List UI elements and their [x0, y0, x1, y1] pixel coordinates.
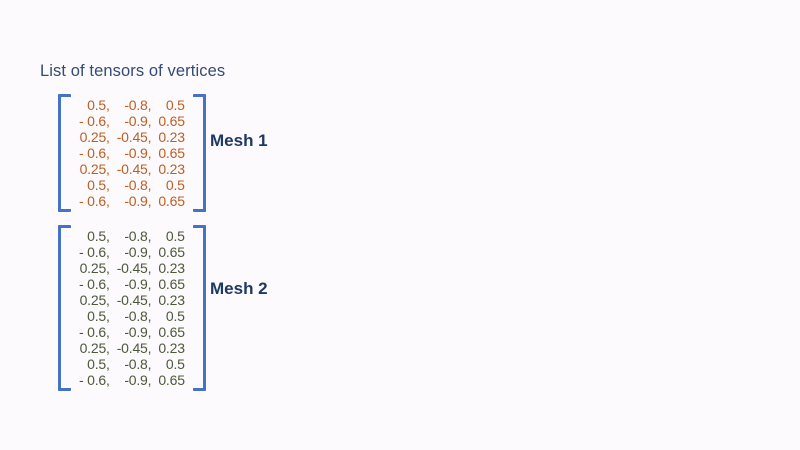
right-bracket-icon: [192, 225, 206, 391]
matrix-cell: 0.5: [165, 97, 185, 113]
matrix-cell: -0.9,: [124, 145, 152, 161]
matrix-cell: 0.23: [158, 292, 185, 308]
matrix-cell: 0.65: [158, 276, 185, 292]
mesh2-label: Mesh 2: [210, 279, 268, 298]
matrix-cell: - 0.6,: [79, 372, 110, 388]
matrix-cell: 0.5: [165, 228, 185, 244]
matrix-cell: -0.9,: [124, 372, 152, 388]
matrix-cell: 0.5,: [87, 97, 110, 113]
matrix-cell: - 0.6,: [79, 193, 110, 209]
matrix-cell: 0.65: [158, 145, 185, 161]
matrix-cell: 0.5: [165, 177, 185, 193]
matrix-cell: 0.65: [158, 113, 185, 129]
matrix-cell: -0.45,: [116, 340, 152, 356]
matrix-cell: 0.25,: [79, 292, 110, 308]
matrix-cell: -0.45,: [116, 260, 152, 276]
matrix-cell: 0.5,: [87, 356, 110, 372]
mesh1-values-grid: 0.5, -0.8, 0.5 - 0.6, -0.9, 0.65 0.25, -0.45, 0.…: [71, 94, 193, 212]
matrix-cell: -0.8,: [124, 97, 152, 113]
matrix-cell: 0.65: [158, 193, 185, 209]
matrix-cell: -0.9,: [124, 244, 152, 260]
matrix-cell: -0.9,: [124, 324, 152, 340]
mesh2-values-grid: 0.5, -0.8, 0.5 - 0.6, -0.9, 0.65 0.25, -0.45, 0.…: [71, 225, 193, 391]
matrix-cell: -0.9,: [124, 276, 152, 292]
matrix-cell: -0.8,: [124, 356, 152, 372]
matrix-cell: 0.5: [165, 308, 185, 324]
matrix-cell: 0.65: [158, 324, 185, 340]
right-bracket-icon: [192, 94, 206, 212]
matrix-cell: -0.8,: [124, 308, 152, 324]
matrix-cell: 0.5,: [87, 228, 110, 244]
mesh1-matrix: 0.5, -0.8, 0.5 - 0.6, -0.9, 0.65 0.25, -0.45, 0.…: [58, 94, 206, 212]
matrix-cell: 0.23: [158, 161, 185, 177]
left-bracket-icon: [58, 94, 71, 212]
matrix-cell: 0.25,: [79, 161, 110, 177]
matrix-cell: -0.45,: [116, 129, 152, 145]
matrix-cell: 0.5,: [87, 177, 110, 193]
matrix-cell: -0.9,: [124, 193, 152, 209]
matrix-cell: 0.65: [158, 372, 185, 388]
matrix-cell: 0.25,: [79, 340, 110, 356]
matrix-cell: - 0.6,: [79, 113, 110, 129]
matrix-cell: - 0.6,: [79, 324, 110, 340]
matrix-cell: 0.25,: [79, 260, 110, 276]
matrix-cell: -0.8,: [124, 228, 152, 244]
matrix-cell: 0.5,: [87, 308, 110, 324]
matrix-cell: 0.23: [158, 340, 185, 356]
matrix-cell: - 0.6,: [79, 145, 110, 161]
matrix-cell: 0.5: [165, 356, 185, 372]
mesh2-matrix: 0.5, -0.8, 0.5 - 0.6, -0.9, 0.65 0.25, -0.45, 0.…: [58, 225, 206, 391]
mesh1-label: Mesh 1: [210, 131, 268, 150]
page-title: List of tensors of vertices: [40, 62, 226, 80]
matrix-cell: 0.23: [158, 129, 185, 145]
matrix-cell: -0.45,: [116, 292, 152, 308]
left-bracket-icon: [58, 225, 71, 391]
matrix-cell: -0.9,: [124, 113, 152, 129]
matrix-cell: -0.45,: [116, 161, 152, 177]
matrix-cell: - 0.6,: [79, 276, 110, 292]
matrix-cell: 0.25,: [79, 129, 110, 145]
matrix-cell: 0.23: [158, 260, 185, 276]
matrix-cell: -0.8,: [124, 177, 152, 193]
matrix-cell: - 0.6,: [79, 244, 110, 260]
matrix-cell: 0.65: [158, 244, 185, 260]
